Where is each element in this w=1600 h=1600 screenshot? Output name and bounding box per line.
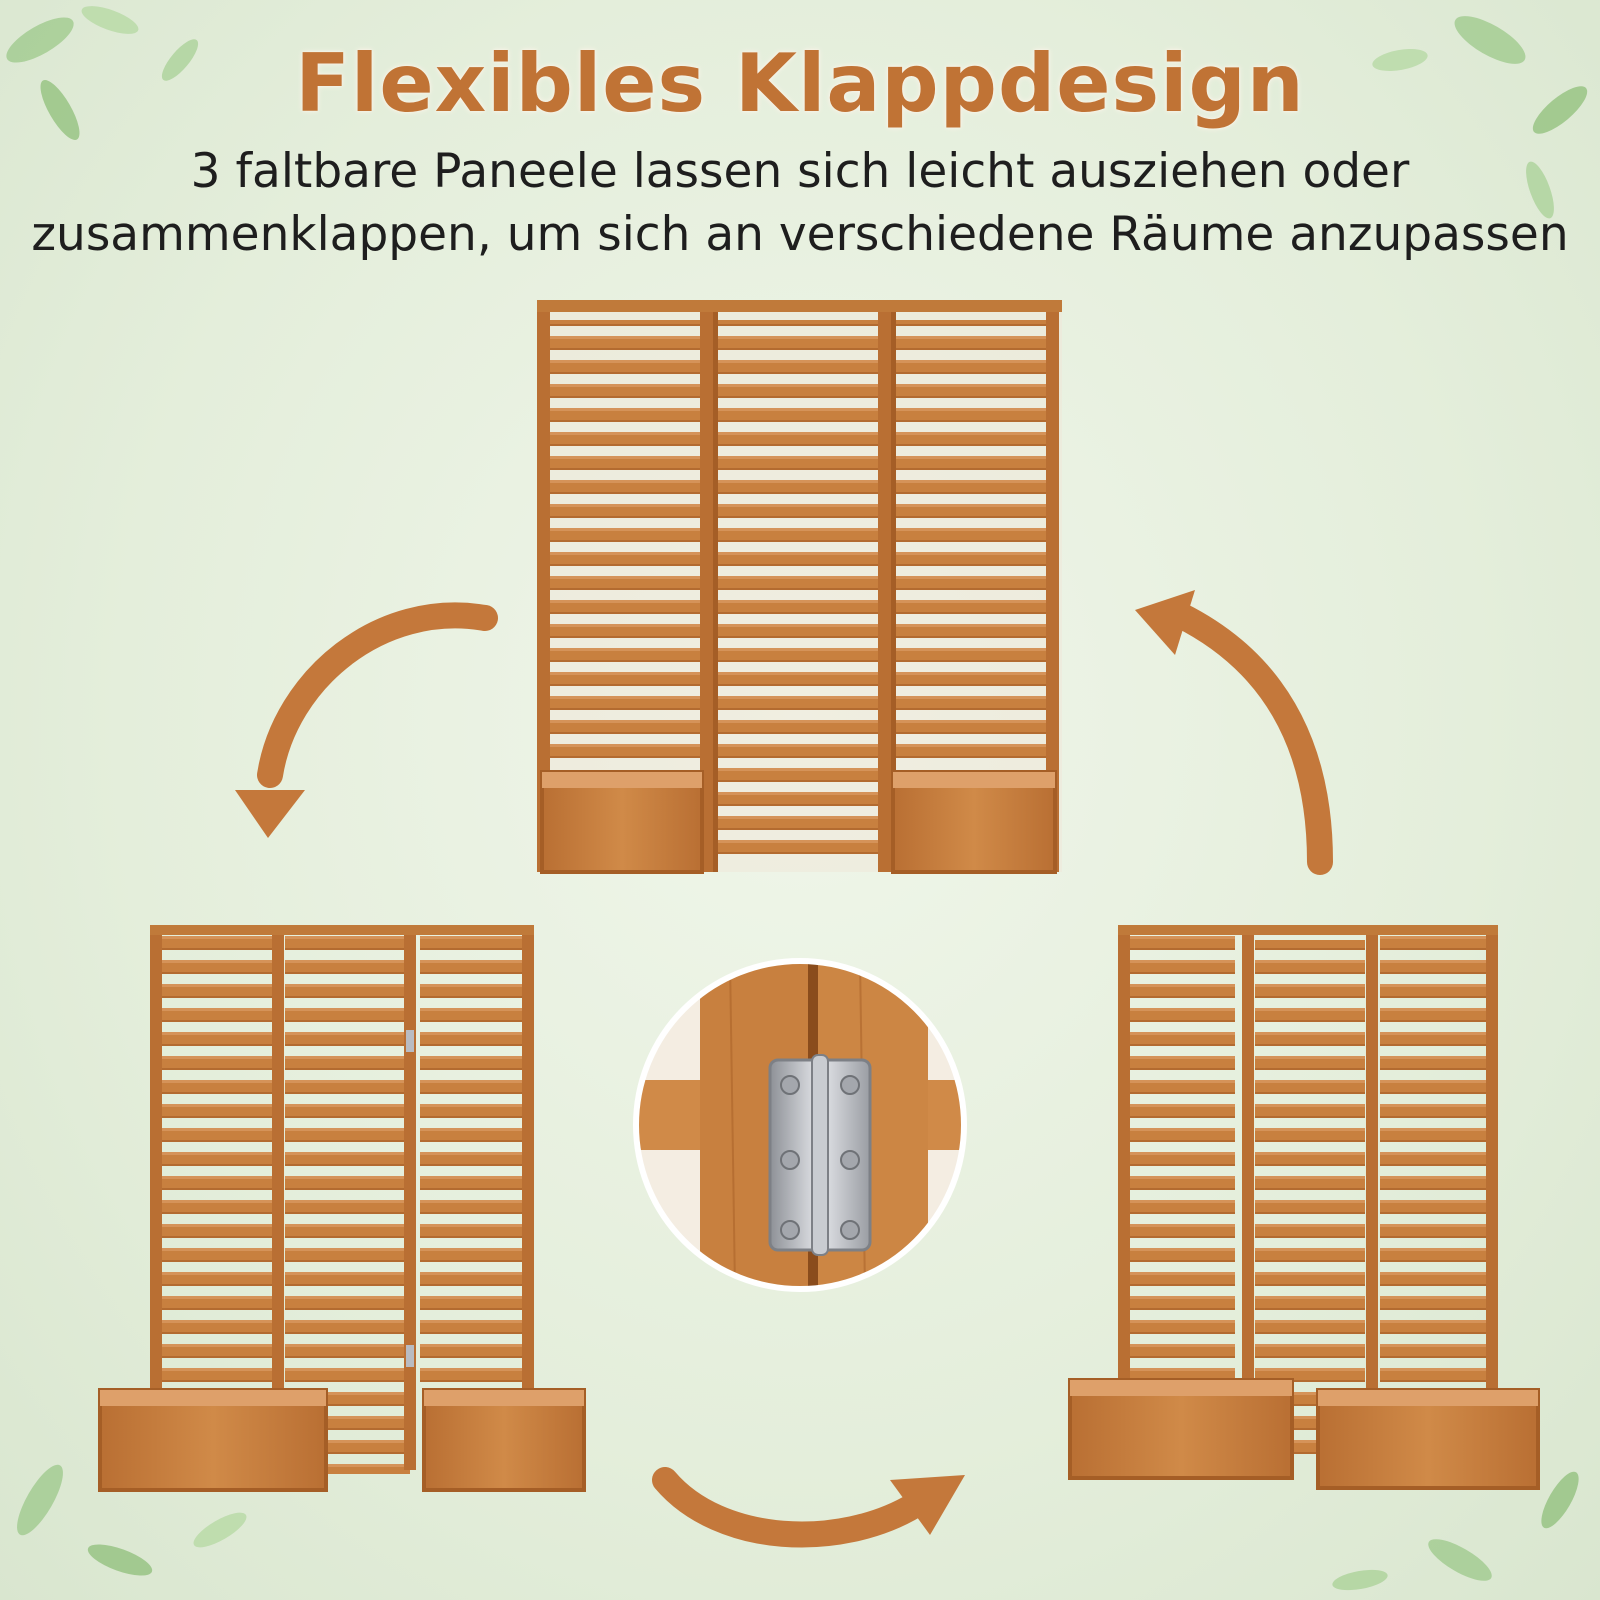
unfolded-screen xyxy=(537,300,1062,874)
curved-arrow-icon xyxy=(257,602,1333,1548)
folded-screen-left xyxy=(98,925,586,1492)
hinge-closeup xyxy=(633,958,967,1292)
page-title: Flexibles Klappdesign xyxy=(295,37,1305,130)
arrow-heads xyxy=(235,590,1195,1535)
folded-screen-right xyxy=(1068,925,1540,1490)
subtitle-line-1: 3 faltbare Paneele lassen sich leicht au… xyxy=(190,144,1410,199)
hinge-icon xyxy=(768,1054,872,1256)
subtitle-line-2: zusammenklappen, um sich an verschiedene… xyxy=(31,207,1569,262)
